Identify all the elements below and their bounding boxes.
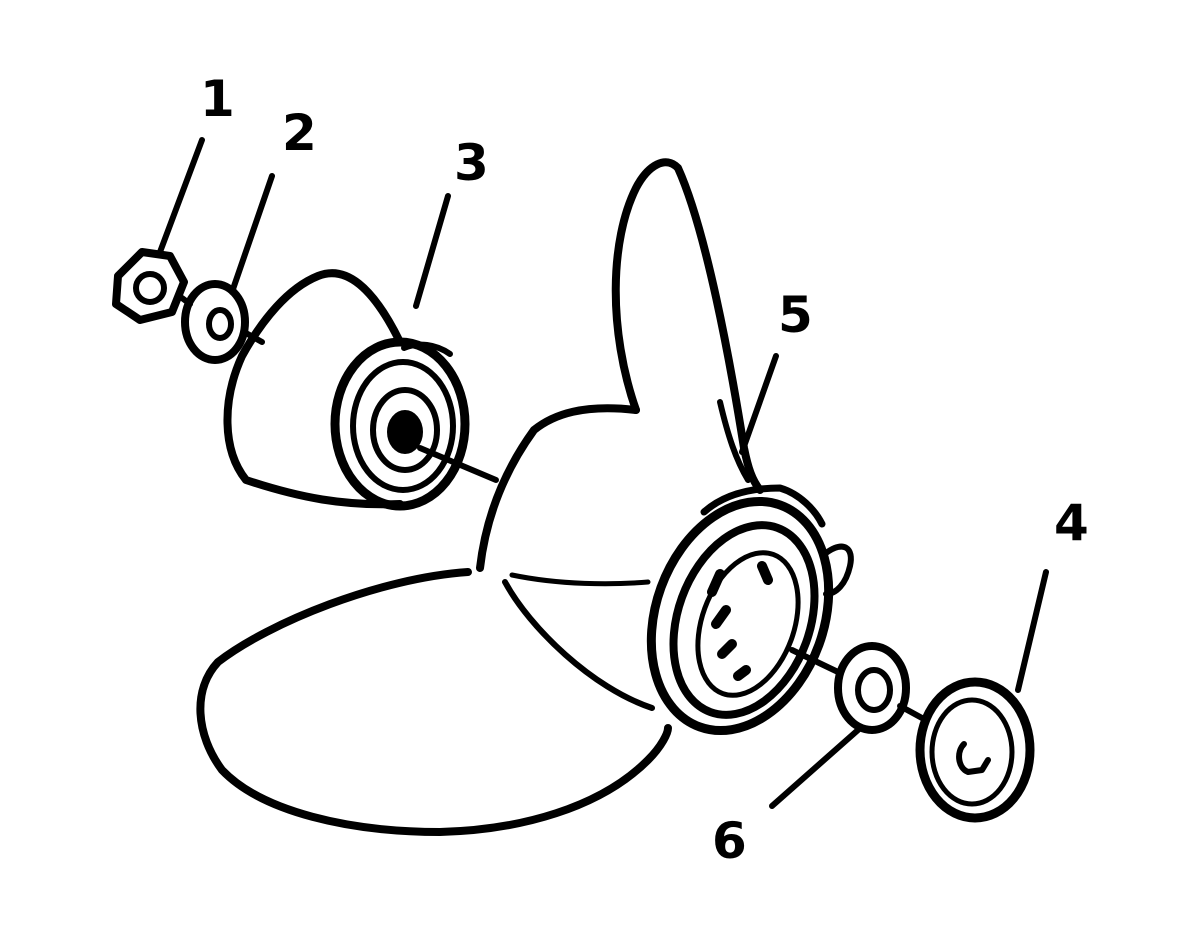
propeller-splines: [707, 561, 773, 681]
callout-2: 2: [282, 104, 317, 162]
prop-nut-hole: [133, 271, 167, 305]
callout-3: 3: [454, 134, 489, 192]
callout-4: 4: [1054, 494, 1089, 552]
leader-lines: [157, 137, 1049, 809]
callout-1: 1: [200, 70, 235, 128]
axis-lines: [179, 295, 925, 721]
propeller-flange-tab: [823, 543, 854, 597]
axis-line-washer-hub: [241, 329, 265, 345]
washer-hole: [206, 307, 234, 341]
thrust-hub: [223, 269, 470, 511]
propeller-blade-root-line: [509, 572, 651, 587]
thrust-hub-face: [330, 337, 470, 511]
spacer: [834, 642, 910, 734]
thrust-hub-ring: [350, 359, 456, 493]
leader-line-4: [1015, 569, 1049, 693]
axis-line-propeller-spacer: [789, 647, 841, 675]
thrust-hub-inner-ring: [370, 387, 440, 473]
leader-line-3: [413, 193, 451, 309]
washer-outer: [181, 280, 249, 364]
spacer-outer: [834, 642, 910, 734]
prop-nut-hex: [112, 248, 188, 324]
washer: [181, 280, 249, 364]
leader-line-6: [769, 727, 861, 809]
thrust-washer-face: [929, 697, 1015, 807]
propeller-flange-outer: [646, 496, 834, 736]
propeller-blade-upper: [611, 158, 764, 494]
propeller-blade-lower: [196, 568, 672, 836]
axis-line-spacer-washer: [897, 703, 925, 721]
propeller-blade-upper-edge: [717, 399, 751, 483]
leader-line-5: [739, 353, 779, 455]
propeller: [196, 158, 854, 836]
thrust-washer-center-mark: [956, 741, 991, 775]
propeller-hub-top: [700, 484, 826, 528]
callout-5: 5: [778, 286, 813, 344]
leader-line-1: [157, 137, 205, 255]
axis-line-nut-washer: [179, 295, 193, 307]
leader-line-2: [229, 173, 275, 295]
propeller-bore: [695, 550, 801, 698]
thrust-washer-outer: [915, 677, 1035, 823]
thrust-washer: [915, 677, 1035, 823]
propeller-flange-inner: [669, 521, 819, 719]
axis-line-hub-propeller: [417, 445, 499, 483]
prop-nut: [112, 248, 188, 324]
thrust-hub-body: [223, 269, 404, 509]
spacer-inner: [855, 667, 893, 713]
callout-6: 6: [712, 812, 747, 870]
propeller-hub-lower-line: [502, 579, 655, 711]
thrust-hub-bore: [387, 410, 423, 454]
propeller-hub: [476, 404, 640, 572]
callouts: 1 2 3 5 4 6: [200, 70, 1089, 870]
